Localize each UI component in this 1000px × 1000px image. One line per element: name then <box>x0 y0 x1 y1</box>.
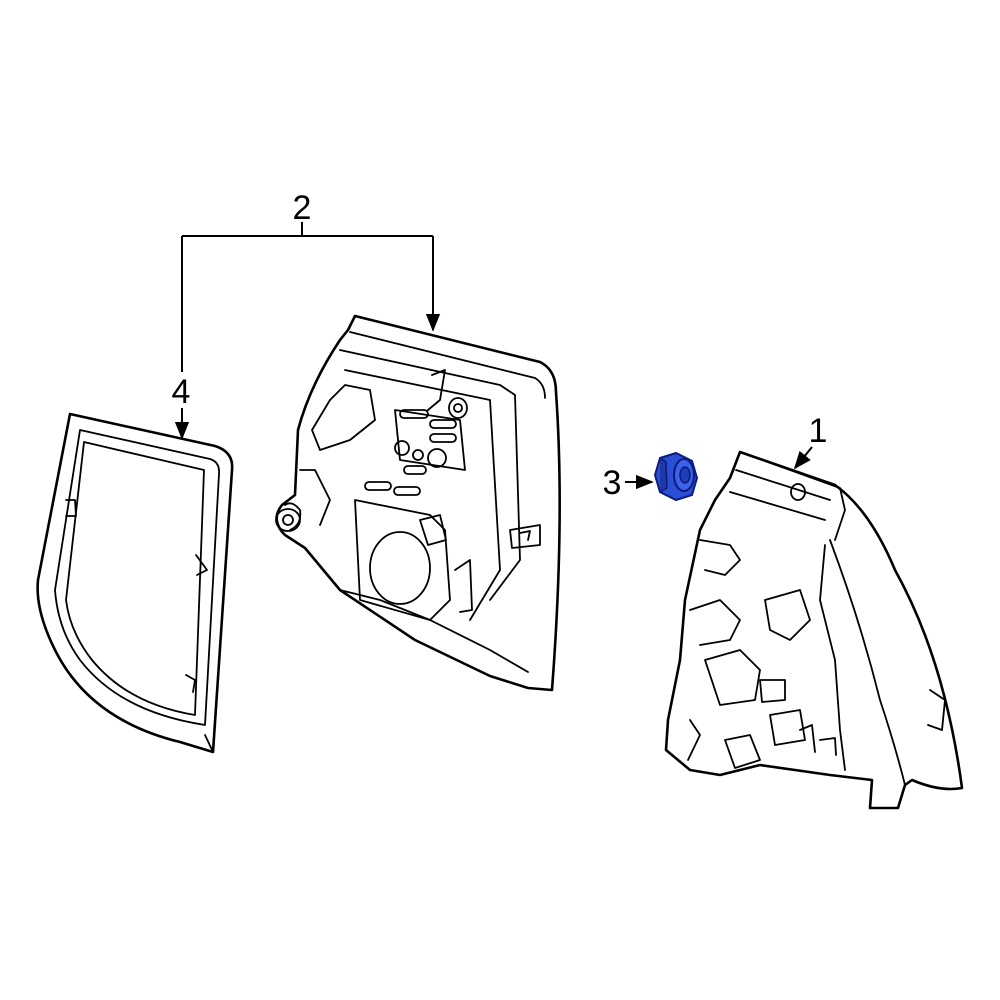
callout-2-leader <box>181 222 441 372</box>
callout-3-label: 3 <box>603 464 622 502</box>
callout-4-label: 4 <box>172 373 191 411</box>
part-2-mirror-motor[interactable] <box>275 314 561 692</box>
callout-1-leader <box>793 446 813 470</box>
callout-2-label: 2 <box>293 189 312 227</box>
callout-1-label: 1 <box>809 412 828 450</box>
part-1-mirror-housing[interactable] <box>664 450 964 810</box>
part-4-mirror-glass[interactable] <box>36 412 234 754</box>
part-3-nut[interactable] <box>653 451 699 502</box>
